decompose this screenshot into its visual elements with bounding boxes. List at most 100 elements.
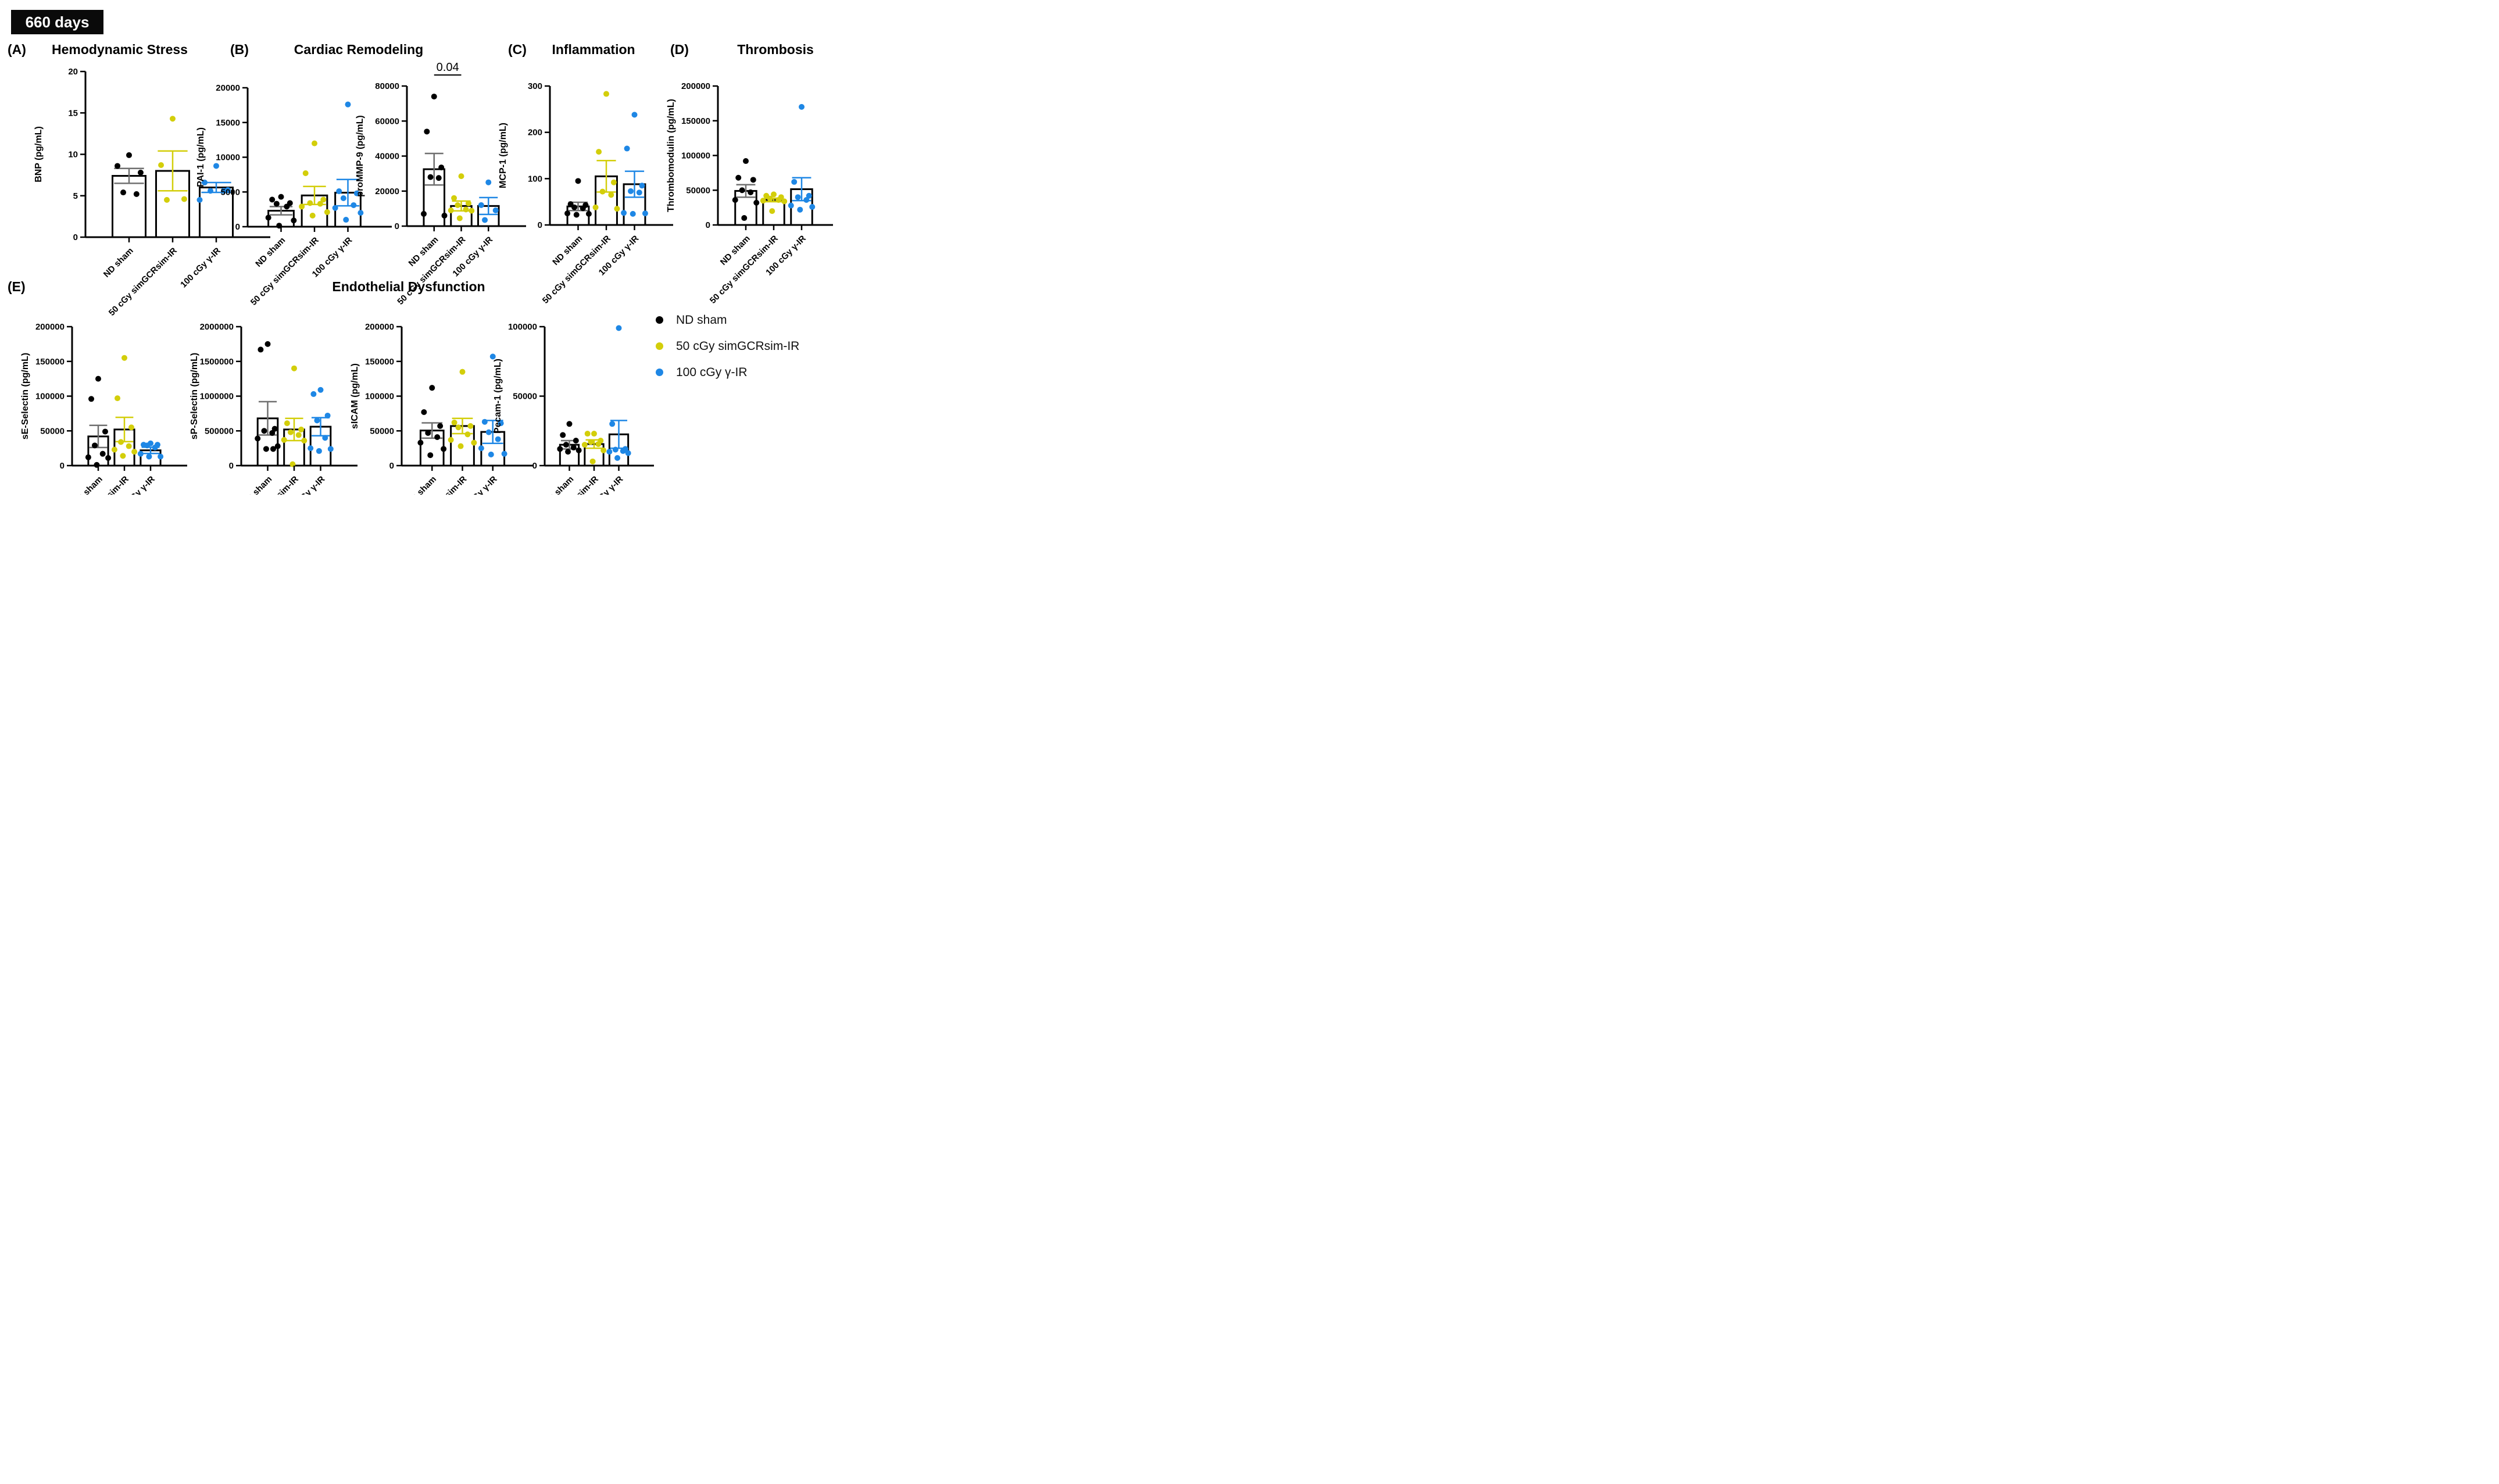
data-point: [429, 385, 435, 391]
data-point: [202, 179, 208, 185]
panel-letter-e: (E): [8, 279, 26, 294]
data-point: [427, 452, 434, 459]
data-point: [458, 173, 464, 180]
y-tick-label: 2000000: [200, 322, 234, 332]
data-point: [278, 194, 284, 200]
y-tick-label: 200000: [365, 322, 394, 332]
panel-title-thrombosis: Thrombosis: [737, 42, 814, 57]
data-point: [133, 191, 140, 197]
data-point: [457, 443, 464, 449]
data-point: [438, 165, 445, 171]
data-point: [137, 169, 144, 176]
y-tick-label: 5: [73, 191, 78, 201]
y-axis-label: Pecam-1 (pg/mL): [493, 359, 503, 434]
data-point: [565, 449, 571, 455]
data-point: [255, 435, 261, 442]
data-point: [769, 208, 775, 214]
data-point: [599, 188, 606, 195]
chart-spselectin: 0500000100000015000002000000sP-Selectin …: [190, 322, 357, 495]
data-point: [456, 215, 463, 221]
y-tick-label: 0: [235, 222, 240, 232]
data-point: [126, 443, 132, 449]
data-point: [310, 391, 317, 397]
data-point: [748, 189, 754, 195]
data-point: [291, 365, 297, 371]
data-point: [353, 190, 360, 196]
data-point: [128, 424, 134, 431]
data-point: [585, 210, 592, 217]
y-axis-label: sE-Selectin (pg/mL): [20, 353, 30, 439]
data-point: [273, 201, 280, 207]
data-point: [620, 448, 626, 454]
y-tick-label: 300: [528, 81, 542, 91]
y-axis-label: sICAM (pg/mL): [350, 363, 360, 429]
data-point: [126, 152, 132, 158]
legend-label-nd-sham: ND sham: [676, 313, 727, 327]
data-point: [309, 212, 316, 219]
data-point: [775, 196, 782, 203]
y-axis-label: proMMP-9 (pg/mL): [355, 115, 365, 196]
data-point: [351, 202, 357, 208]
y-tick-label: 500000: [205, 426, 234, 436]
data-point: [451, 195, 457, 201]
y-tick-label: 0: [706, 220, 710, 230]
data-point: [220, 188, 227, 194]
data-point: [495, 436, 501, 442]
data-point: [336, 188, 342, 195]
panel-letter-c: (C): [508, 42, 527, 57]
data-point: [434, 434, 441, 441]
legend-dot-nd-sham-icon: [656, 316, 663, 324]
data-point: [118, 439, 124, 445]
data-point: [591, 431, 597, 437]
data-point: [85, 454, 91, 460]
panel-letter-d: (D): [670, 42, 689, 57]
y-tick-label: 50000: [40, 426, 65, 436]
data-point: [208, 188, 214, 194]
y-tick-label: 50000: [370, 426, 394, 436]
legend-item-100cgy-gamma-ir: 100 cGy γ-IR: [656, 359, 799, 385]
x-tick-label: ND sham: [253, 235, 287, 269]
data-point: [105, 455, 112, 461]
data-point: [120, 453, 126, 459]
data-point: [606, 449, 613, 455]
data-point: [459, 369, 466, 375]
data-point: [603, 91, 609, 97]
data-point: [120, 189, 127, 196]
data-point: [795, 194, 801, 201]
data-point: [809, 203, 816, 210]
data-point: [427, 174, 434, 180]
data-point: [441, 446, 447, 452]
data-point: [144, 442, 151, 449]
data-point: [488, 451, 494, 457]
data-point: [152, 444, 158, 450]
data-point: [95, 376, 101, 382]
data-point: [743, 158, 749, 165]
data-point: [760, 198, 766, 204]
data-point: [298, 426, 305, 432]
data-point: [481, 419, 488, 425]
data-point: [564, 210, 571, 217]
y-tick-label: 0: [73, 233, 78, 242]
data-point: [274, 443, 281, 449]
data-point: [115, 395, 121, 402]
data-point: [498, 420, 504, 427]
y-tick-label: 100000: [508, 322, 537, 332]
y-tick-label: 1500000: [200, 357, 234, 367]
data-point: [735, 174, 742, 181]
data-point: [630, 210, 636, 217]
y-tick-label: 5000: [221, 187, 240, 197]
data-point: [610, 179, 617, 185]
y-tick-label: 80000: [375, 81, 399, 91]
data-point: [581, 442, 588, 448]
panel-title-endothelial-dysfunction: Endothelial Dysfunction: [332, 279, 485, 294]
data-point: [501, 450, 507, 457]
data-point: [295, 432, 302, 438]
timepoint-banner: 660 days: [11, 10, 103, 34]
data-point: [588, 439, 594, 445]
y-axis-label: Thrombomodulin (pg/mL): [666, 99, 676, 212]
data-point: [425, 430, 431, 436]
data-point: [332, 205, 338, 211]
data-point: [92, 442, 98, 449]
